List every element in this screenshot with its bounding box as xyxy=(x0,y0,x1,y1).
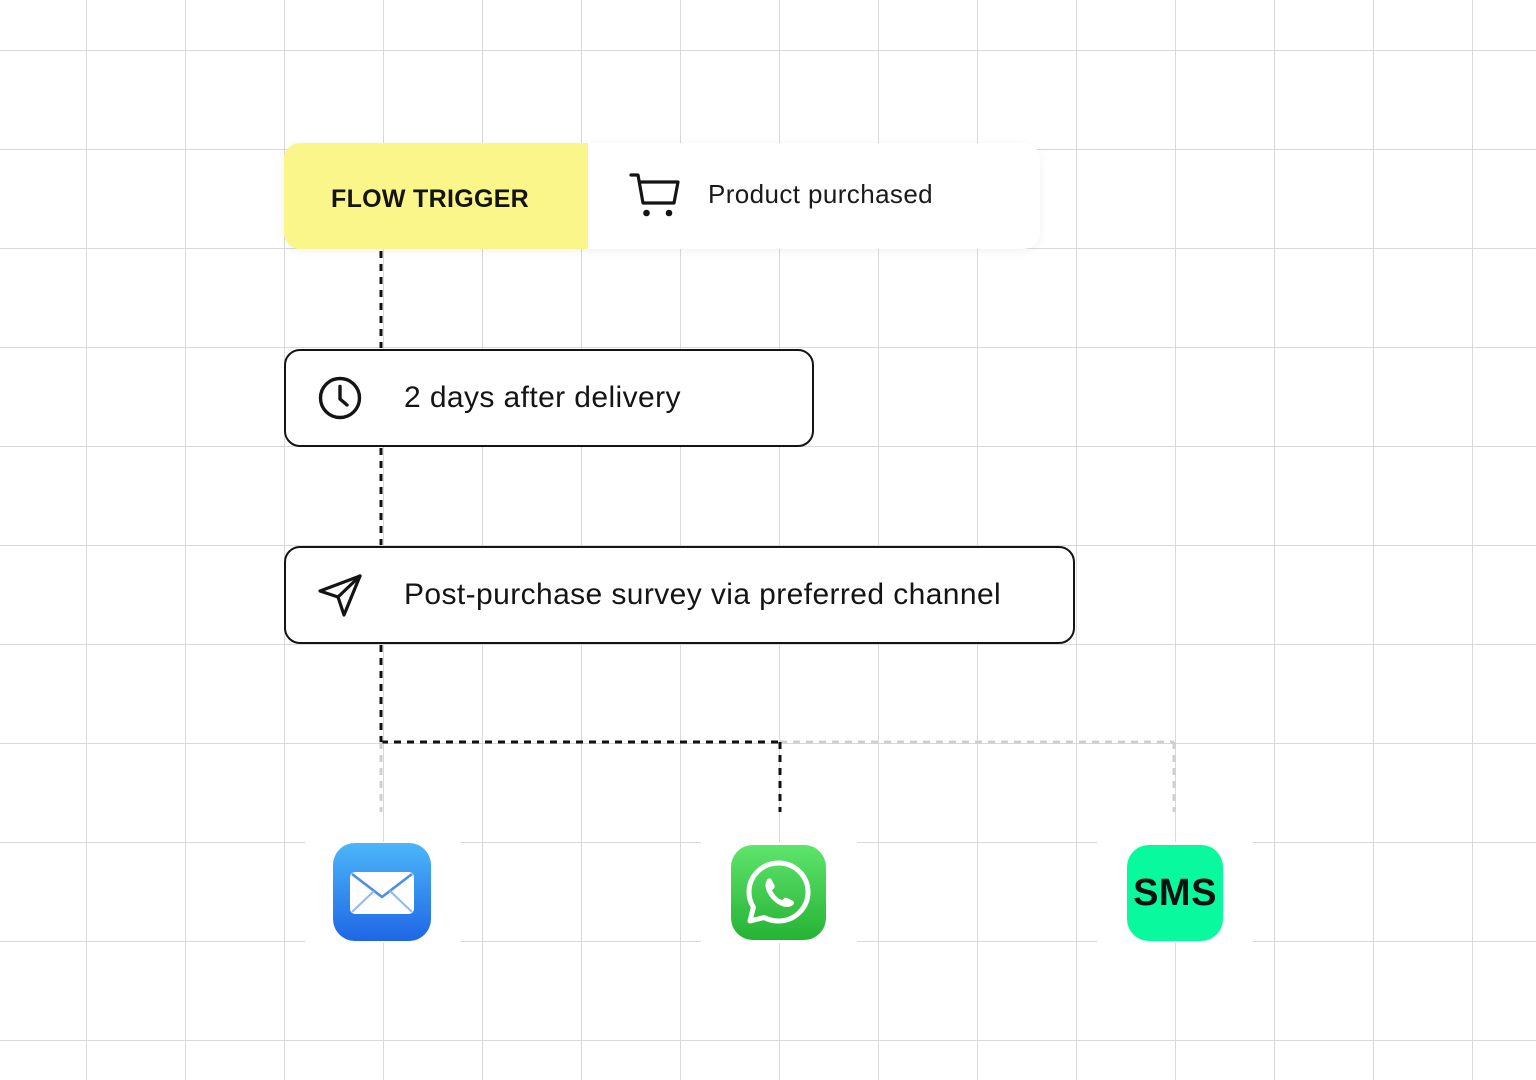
mail-app-icon xyxy=(333,843,431,941)
channel-sms[interactable]: SMS xyxy=(1097,842,1253,943)
paper-plane-icon xyxy=(316,571,364,619)
delay-step-node[interactable]: 2 days after delivery xyxy=(284,349,814,447)
send-step-node[interactable]: Post-purchase survey via preferred chann… xyxy=(284,546,1075,644)
sms-icon: SMS xyxy=(1127,845,1223,941)
delay-step-label: 2 days after delivery xyxy=(404,381,681,414)
flow-trigger-value: Product purchased xyxy=(708,179,934,209)
channel-email[interactable] xyxy=(305,842,461,943)
flow-trigger-card[interactable]: FLOW TRIGGER Product purchased xyxy=(284,143,1040,249)
channel-whatsapp[interactable] xyxy=(701,842,857,943)
send-step-label: Post-purchase survey via preferred chann… xyxy=(404,578,1002,611)
flow-trigger-tag-label: FLOW TRIGGER xyxy=(331,185,530,213)
clock-icon xyxy=(316,374,364,422)
whatsapp-icon xyxy=(731,845,826,940)
sms-icon-label: SMS xyxy=(1133,871,1217,914)
shopping-cart-icon xyxy=(628,169,682,223)
flow-trigger-tag: FLOW TRIGGER xyxy=(284,143,588,249)
